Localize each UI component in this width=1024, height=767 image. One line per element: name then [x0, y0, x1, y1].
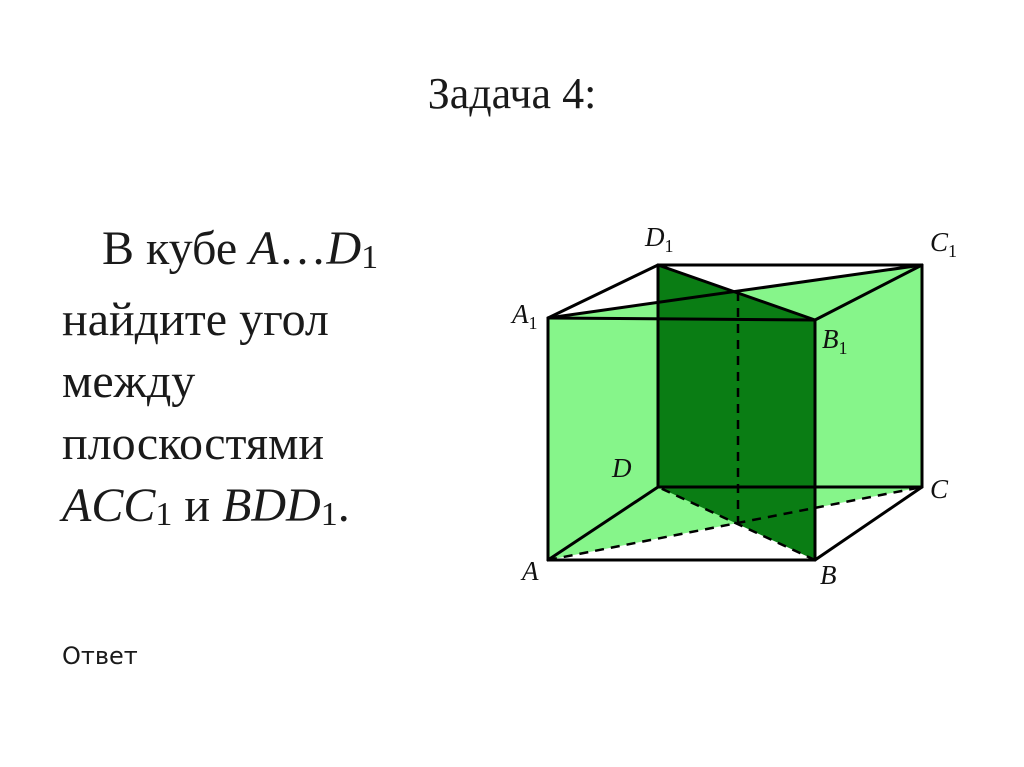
problem-line-5: ACC1 и BDD1. [62, 475, 482, 546]
period: . [337, 479, 350, 532]
label-c1: C1 [930, 227, 957, 261]
ellipsis: … [278, 222, 327, 275]
problem-statement: В кубе A…D1 найдите угол между плоскостя… [62, 218, 482, 546]
label-d1: D1 [644, 222, 674, 256]
answer-link[interactable]: Ответ [62, 642, 138, 670]
edge-a1b1 [546, 316, 817, 322]
problem-text: В кубе [102, 222, 250, 275]
problem-line-3: между [62, 355, 196, 408]
cube-edges [546, 263, 924, 562]
subscript: 1 [361, 239, 379, 276]
slide-title: Задача 4: [427, 69, 597, 118]
edge-bc [813, 485, 924, 562]
label-a1: A1 [510, 299, 538, 333]
diag-b1d1 [656, 263, 817, 322]
hidden-lines [547, 292, 923, 562]
problem-line-4: плоскостями [62, 417, 325, 470]
vertex-d-ref: D [326, 222, 362, 275]
subscript: 1 [155, 496, 173, 533]
conjunction: и [172, 479, 223, 532]
subscript: 1 [320, 496, 338, 533]
plane-bdd1-ref: BDD [222, 479, 321, 532]
problem-line-2: найдите угол [62, 293, 329, 346]
edge-b1c1 [813, 263, 924, 322]
edge-da [546, 485, 660, 562]
vertex-a-ref: A [249, 222, 279, 275]
label-c: C [930, 474, 949, 504]
label-d: D [611, 453, 632, 483]
plane-acc1-ref: ACC [62, 479, 156, 532]
label-b1: B1 [822, 324, 848, 358]
diag-bd [657, 485, 816, 562]
edge-d1a1 [546, 263, 660, 320]
problem-line-1: В кубе A…D1 [62, 218, 482, 289]
label-b: B [820, 560, 837, 590]
label-a: A [520, 556, 539, 586]
